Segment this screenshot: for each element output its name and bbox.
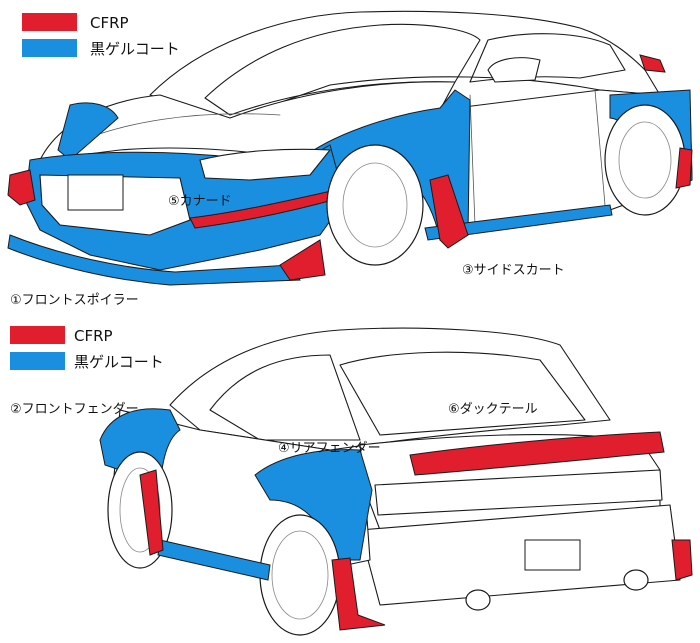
front-fender-upper — [57, 102, 119, 161]
front-car-rear-tire — [604, 104, 686, 216]
legend-swatch-cfrp-2 — [10, 326, 65, 344]
label-duck-tail: ⑥ダックテール — [448, 402, 538, 417]
front-car-plate — [67, 174, 124, 211]
rear-diffuser-cfrp-right — [671, 539, 693, 581]
rear-car-exhaust-right — [623, 569, 649, 591]
front-car-headlight — [199, 148, 331, 181]
front-car-door-line — [469, 94, 476, 226]
label-canard: ⑤カナード — [168, 194, 232, 209]
rear-car-taillight — [374, 469, 663, 516]
legend-swatch-cfrp — [22, 13, 77, 31]
legend-label-cfrp-2: CFRP — [74, 327, 113, 345]
front-car-rear-spoiler-top — [639, 54, 666, 73]
rear-car-rear-window — [339, 351, 586, 436]
front-car-door-line-2 — [594, 89, 606, 206]
front-car-hood — [39, 81, 456, 161]
front-car-illustration — [7, 10, 693, 286]
legend-label-gelcoat: 黒ゲルコート — [90, 40, 180, 58]
legend-swatch-gelcoat — [22, 39, 77, 57]
rear-fender-part — [254, 449, 373, 561]
rear-car-plate — [524, 539, 581, 571]
duck-tail-part — [409, 431, 665, 476]
legend-label-cfrp: CFRP — [90, 14, 129, 32]
rear-car-roof — [169, 327, 611, 451]
front-spoiler-cfrp-right — [279, 239, 326, 281]
legend-bottom: CFRP 黒ゲルコート — [10, 326, 164, 371]
side-skirt-cfrp-front — [429, 174, 469, 249]
legend-label-gelcoat-2: 黒ゲルコート — [74, 353, 164, 371]
label-front-spoiler: ①フロントスポイラー — [10, 293, 139, 308]
front-car-front-tire — [326, 144, 424, 266]
front-car-windshield — [204, 23, 481, 116]
front-spoiler-cfrp-left — [7, 169, 36, 206]
side-skirt-part — [424, 204, 613, 241]
front-car-front-rim — [342, 162, 408, 248]
side-skirt-cfrp-front-rear-view — [139, 469, 164, 556]
rear-car-exhaust-left — [465, 589, 491, 611]
side-skirt-cfrp-rear-rear-view — [331, 557, 386, 631]
label-front-fender: ②フロントフェンダー — [10, 402, 139, 417]
rear-car-rear-rim — [271, 530, 329, 620]
rear-car-illustration — [99, 327, 693, 636]
side-skirt-cfrp-rear — [675, 147, 693, 189]
rear-car-side-window — [209, 354, 361, 441]
rear-car-bumper — [359, 504, 681, 606]
front-car-roof — [149, 10, 661, 121]
front-car-rear-rim — [618, 121, 672, 199]
front-car-mirror — [487, 57, 541, 83]
legend-swatch-gelcoat-2 — [10, 352, 65, 370]
label-side-skirt: ③サイドスカート — [462, 263, 565, 278]
legend-top: CFRP 黒ゲルコート — [22, 13, 180, 58]
label-rear-fender: ④リアフェンダー — [278, 441, 381, 456]
